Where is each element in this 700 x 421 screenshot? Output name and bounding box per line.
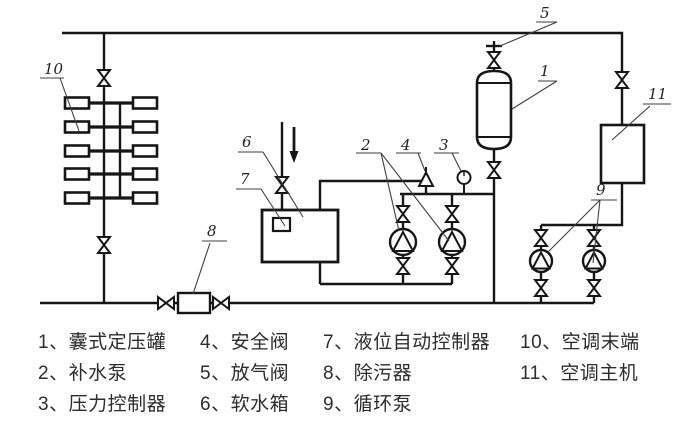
component-label-2: 2 xyxy=(361,136,371,154)
legend-item-9: 9、循环泵 xyxy=(323,394,413,415)
terminal-rect xyxy=(63,96,91,110)
leader-4 xyxy=(396,152,426,172)
valve-icon xyxy=(586,228,602,248)
air-vent-icon xyxy=(486,41,502,48)
leader-3 xyxy=(434,152,462,172)
leader-7 xyxy=(236,188,286,227)
terminal-rect xyxy=(63,167,91,181)
terminal-rect xyxy=(63,191,91,205)
pipe-top-main xyxy=(62,31,624,125)
leader-9 xyxy=(547,199,617,264)
valve-icon xyxy=(533,278,549,298)
leader-11 xyxy=(611,103,671,141)
valve-icon xyxy=(444,256,460,276)
valve-icon xyxy=(486,50,502,70)
terminal-rect xyxy=(131,191,159,205)
valve-icon xyxy=(533,228,549,248)
leader-6 xyxy=(238,151,304,218)
terminal-rect xyxy=(131,120,159,134)
component-label-5: 5 xyxy=(540,4,550,22)
terminal-units xyxy=(63,96,159,205)
component-label-10: 10 xyxy=(44,60,64,78)
component-label-9: 9 xyxy=(596,181,606,199)
flow-arrow-icon xyxy=(289,127,299,163)
pumps xyxy=(388,227,607,274)
leader-10 xyxy=(40,77,80,132)
valve-icon xyxy=(444,204,460,224)
legend-item-11: 11、空调主机 xyxy=(520,363,639,384)
valve-icon xyxy=(96,68,112,88)
circulation-pump-icon xyxy=(528,248,554,274)
component-label-8: 8 xyxy=(207,222,217,240)
safety-valve-icon xyxy=(417,167,435,187)
tank-weld-lines xyxy=(477,82,511,138)
valve-icon xyxy=(395,256,411,276)
terminal-rect xyxy=(63,144,91,158)
valve-icon xyxy=(486,160,502,180)
legend-item-1: 1、囊式定压罐 xyxy=(38,332,167,353)
legend-item-10: 10、空调末端 xyxy=(520,332,640,353)
valve-icon xyxy=(586,278,602,298)
legend-item-4: 4、安全阀 xyxy=(200,332,290,353)
component-label-7: 7 xyxy=(240,170,250,188)
valve-icon xyxy=(157,296,175,310)
leader-2 xyxy=(356,152,450,242)
legend-item-7: 7、液位自动控制器 xyxy=(323,332,491,353)
ac-main-unit-box xyxy=(599,123,646,185)
valve-icon xyxy=(212,296,230,310)
component-label-4: 4 xyxy=(401,136,411,154)
level-controller-box xyxy=(271,216,292,233)
legend-item-2: 2、补水泵 xyxy=(38,363,128,384)
ac-terminal-block xyxy=(63,96,159,205)
valve-icon xyxy=(614,70,630,90)
legend-item-3: 3、压力控制器 xyxy=(38,394,167,415)
terminal-rect xyxy=(131,144,159,158)
terminal-rect xyxy=(131,167,159,181)
piping-diagram xyxy=(40,21,671,315)
legend-item-5: 5、放气阀 xyxy=(200,363,290,384)
gauge-icon xyxy=(456,170,472,194)
component-label-11: 11 xyxy=(648,85,668,103)
label-leaders xyxy=(40,21,671,295)
valve-icon xyxy=(96,235,112,255)
legend-item-6: 6、软水箱 xyxy=(200,394,290,415)
component-label-3: 3 xyxy=(439,136,449,154)
terminal-rect xyxy=(131,96,159,110)
pipe-tank-overflow xyxy=(318,179,426,210)
valve-icon xyxy=(395,204,411,224)
pipe-circ-suction-manifold xyxy=(541,183,624,227)
legend-item-8: 8、除污器 xyxy=(323,363,413,384)
makeup-pump-icon xyxy=(388,227,418,257)
leader-5 xyxy=(499,21,558,47)
dirt-separator-box xyxy=(176,291,212,315)
component-label-1: 1 xyxy=(540,62,550,80)
component-label-6: 6 xyxy=(242,133,252,151)
leader-1 xyxy=(511,80,558,110)
leader-8 xyxy=(192,240,227,295)
expansion-tank xyxy=(475,69,513,151)
terminal-row-connectors xyxy=(89,101,133,200)
